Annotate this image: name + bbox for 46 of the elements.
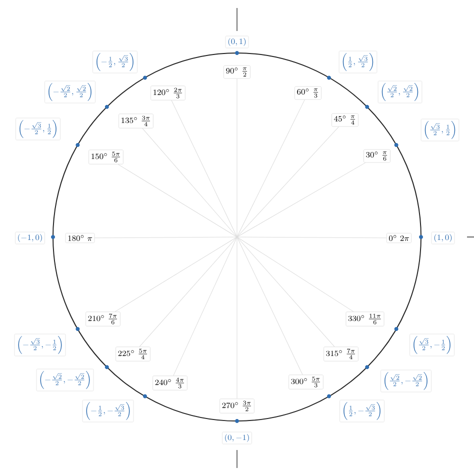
coordinate-label: $\left(-\frac{\sqrt{3}}{2},-\frac{1}{2}\right)$ <box>14 334 66 356</box>
radius-line <box>114 236 238 312</box>
coordinate-label: $\left(\frac{\sqrt{3}}{2},\frac{1}{2}\right)$ <box>420 118 460 142</box>
coordinate-label: $\left(\frac{\sqrt{2}}{2},-\frac{\sqrt{2}}{2}\right)$ <box>380 370 432 392</box>
coordinate-label: $\left(\frac{1}{2},-\frac{\sqrt{3}}{2}\right)$ <box>340 400 384 422</box>
angle-label: $270^{\circ}$ $\frac{3\pi}{2}$ <box>220 398 254 414</box>
coordinate-label: $\left(-\frac{1}{2},\frac{\sqrt{3}}{2}\right)$ <box>92 50 138 74</box>
coordinate-label: $\left(\frac{1}{2},\frac{\sqrt{3}}{2}\right)$ <box>338 50 378 74</box>
radius-line <box>236 236 354 312</box>
coordinate-label: $\left(1,0\right)$ <box>431 232 455 244</box>
angle-label: $135^{\circ}$ $\frac{3\pi}{4}$ <box>118 114 154 128</box>
coordinate-label: $\left(\frac{\sqrt{3}}{2},-\frac{1}{2}\right)$ <box>410 334 454 356</box>
radius-line <box>236 99 305 238</box>
radius-line <box>236 126 340 238</box>
coordinate-label: $\left(0,1\right)$ <box>225 36 249 48</box>
coordinate-label: $\left(-\frac{\sqrt{2}}{2},-\frac{\sqrt{2}}{2}\right)$ <box>36 368 94 392</box>
radius-line <box>236 236 335 347</box>
coordinate-label: $\left(0,-1\right)$ <box>222 432 252 444</box>
radius-line <box>171 100 238 238</box>
coordinate-label: $\left(-1,0\right)$ <box>15 232 45 244</box>
angle-label: $30^{\circ}$ $\frac{\pi}{6}$ <box>364 149 390 163</box>
angle-label: $300^{\circ}$ $\frac{5\pi}{3}$ <box>288 374 324 390</box>
coordinate-label: $\left(-\frac{\sqrt{3}}{2},\frac{1}{2}\right)$ <box>16 118 60 140</box>
angle-label: $240^{\circ}$ $\frac{4\pi}{3}$ <box>152 376 188 390</box>
coordinate-label: $\left(-\frac{1}{2},-\frac{\sqrt{3}}{2}\right)$ <box>82 400 134 422</box>
radius-line <box>142 128 238 238</box>
radius-line <box>118 164 238 238</box>
angle-label: $225^{\circ}$ $\frac{5\pi}{4}$ <box>116 346 150 362</box>
radius-line <box>236 236 387 238</box>
angle-label: $180^{\circ}$ $\pi$ <box>65 232 95 244</box>
radius-line <box>139 236 238 347</box>
radius-line <box>236 162 366 238</box>
radius-line <box>236 236 303 375</box>
angle-label: $330^{\circ}$ $\frac{11\pi}{6}$ <box>346 312 384 326</box>
radius-line <box>94 236 238 238</box>
angle-label: $90^{\circ}$ $\frac{\pi}{2}$ <box>224 65 250 79</box>
coordinate-label: $\left(-\frac{\sqrt{2}}{2},\frac{\sqrt{2}}{2}\right)$ <box>44 80 96 104</box>
angle-label: $210^{\circ}$ $\frac{7\pi}{6}$ <box>86 312 120 326</box>
angle-label: $45^{\circ}$ $\frac{\pi}{4}$ <box>332 113 358 127</box>
angle-label: $60^{\circ}$ $\frac{\pi}{3}$ <box>294 86 322 100</box>
coordinate-label: $\left(\frac{\sqrt{2}}{2},\frac{\sqrt{2}}{2}\right)$ <box>378 80 422 104</box>
angle-label: $0^{\circ}$ $2\pi$ <box>386 232 412 244</box>
radius-line <box>173 236 238 376</box>
angle-label: $120^{\circ}$ $\frac{2\pi}{3}$ <box>150 86 186 100</box>
angle-label: $150^{\circ}$ $\frac{5\pi}{6}$ <box>88 150 124 164</box>
angle-label: $315^{\circ}$ $\frac{7\pi}{4}$ <box>324 346 358 362</box>
